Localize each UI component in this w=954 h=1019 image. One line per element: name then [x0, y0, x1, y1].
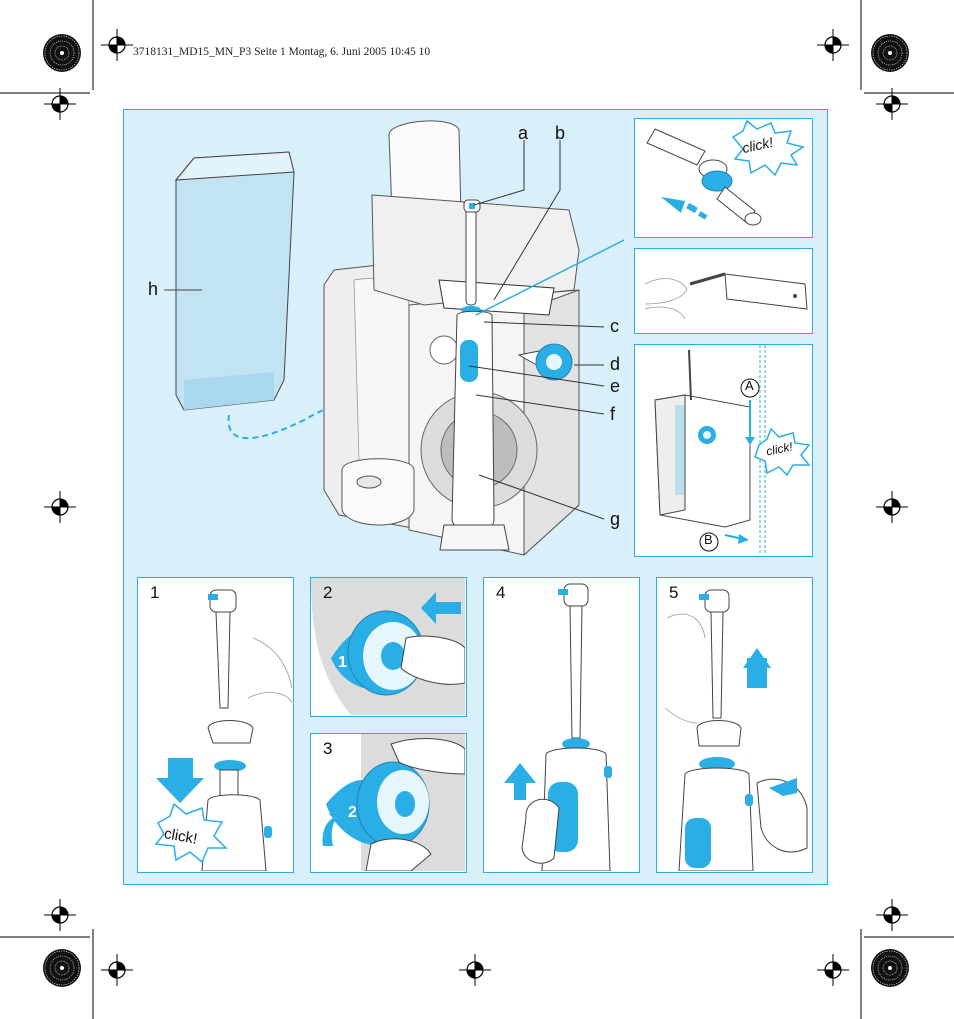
label-f: f [610, 404, 616, 424]
label-d: d [610, 354, 621, 374]
step-number-1: 1 [150, 583, 160, 602]
label-g: g [610, 509, 621, 529]
label-b: b [555, 123, 566, 143]
step-panel-1: 1 click! [137, 577, 294, 873]
marker-a: A [745, 378, 754, 393]
step-panel-4: 4 [483, 577, 640, 873]
inset-wall-mount: A B click! [634, 344, 813, 557]
main-illustration [164, 120, 624, 557]
base-unit [323, 120, 580, 557]
dial-position-2: 2 [348, 804, 357, 821]
label-e: e [610, 376, 621, 396]
label-a: a [518, 123, 529, 143]
print-header: 3718131_MD15_MN_P3 Seite 1 Montag, 6. Ju… [133, 46, 431, 58]
inset-pointer-line [475, 239, 624, 316]
step-number-4: 4 [496, 583, 506, 602]
mode-knob [517, 343, 573, 381]
step-panel-5: 5 [656, 577, 813, 873]
label-h: h [148, 279, 159, 299]
marker-b: B [704, 532, 713, 547]
step-number-2: 2 [323, 583, 333, 602]
inset-cover-removal [634, 248, 813, 334]
step-panel-2: 2 1 [310, 577, 467, 717]
water-tank [174, 151, 295, 411]
label-c: c [610, 316, 619, 336]
dial-position-1: 1 [338, 654, 347, 671]
step-panel-3: 3 2 [310, 733, 467, 873]
inset-click-connector: click! [634, 118, 813, 238]
step-number-5: 5 [669, 583, 679, 602]
step-number-3: 3 [323, 739, 333, 758]
